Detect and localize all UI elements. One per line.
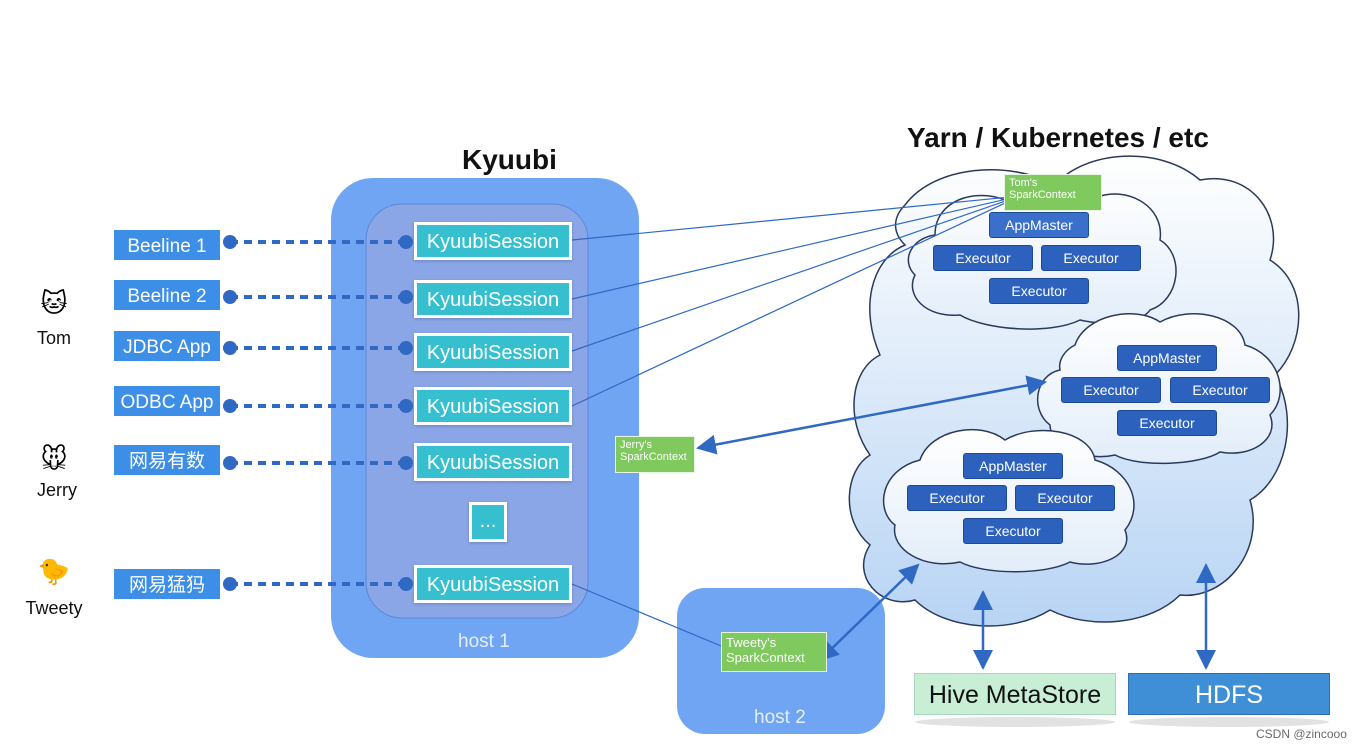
client-mengma: 网易猛犸 bbox=[112, 567, 222, 601]
jerry-context-line1: Jerry's bbox=[620, 439, 653, 451]
jerry-spark-context: Jerry's SparkContext bbox=[615, 436, 695, 473]
executor: Executor bbox=[1041, 245, 1141, 271]
client-beeline2: Beeline 2 bbox=[112, 278, 222, 312]
tweety-app-arrow bbox=[818, 563, 920, 662]
executor: Executor bbox=[1015, 485, 1115, 511]
kyuubi-session: KyuubiSession bbox=[414, 280, 572, 318]
tweety-spark-context: Tweety's SparkContext bbox=[721, 632, 827, 672]
kyuubi-session: KyuubiSession bbox=[414, 222, 572, 260]
hdfs: HDFS bbox=[1128, 673, 1330, 715]
hive-metastore: Hive MetaStore bbox=[914, 673, 1116, 715]
executor: Executor bbox=[1170, 377, 1270, 403]
tom-spark-context: Tom's SparkContext bbox=[1004, 174, 1102, 211]
tom-session-lines bbox=[571, 195, 1021, 407]
kyuubi-session: KyuubiSession bbox=[414, 443, 572, 481]
host2-label: host 2 bbox=[754, 707, 806, 728]
tom-context-line2: SparkContext bbox=[1009, 189, 1076, 201]
tweety-session-line bbox=[571, 583, 727, 649]
chick-icon: 🐤 bbox=[37, 556, 71, 586]
user-tweety: Tweety bbox=[25, 598, 83, 618]
hive-shadow bbox=[915, 717, 1115, 727]
tweety-context-line2: SparkContext bbox=[726, 650, 805, 665]
executor: Executor bbox=[1117, 410, 1217, 436]
watermark: CSDN @zincooo bbox=[1256, 727, 1347, 741]
tom-context-line1: Tom's bbox=[1009, 177, 1038, 189]
hdfs-shadow bbox=[1129, 717, 1329, 727]
kyuubi-title: Kyuubi bbox=[462, 144, 557, 175]
tweety-context-line1: Tweety's bbox=[726, 635, 777, 650]
client-beeline1: Beeline 1 bbox=[112, 228, 222, 262]
client-youshu: 网易有数 bbox=[112, 443, 222, 477]
app-master: AppMaster bbox=[1117, 345, 1217, 371]
jerry-app-arrow bbox=[696, 375, 1047, 455]
kyuubi-session: KyuubiSession bbox=[414, 387, 572, 425]
cluster-title: Yarn / Kubernetes / etc bbox=[907, 122, 1209, 153]
client-jdbc: JDBC App bbox=[112, 329, 222, 363]
session-ellipsis: ... bbox=[469, 502, 507, 542]
client-odbc: ODBC App bbox=[112, 384, 222, 418]
host1-label: host 1 bbox=[458, 631, 510, 652]
cat-face-icon: 🐱 bbox=[40, 288, 68, 318]
kyuubi-session: KyuubiSession bbox=[414, 333, 572, 371]
executor: Executor bbox=[1061, 377, 1161, 403]
connector-dots bbox=[223, 235, 413, 591]
kyuubi-session: KyuubiSession bbox=[414, 565, 572, 603]
executor: Executor bbox=[907, 485, 1007, 511]
executor: Executor bbox=[933, 245, 1033, 271]
executor: Executor bbox=[989, 278, 1089, 304]
user-tom: Tom bbox=[36, 328, 71, 348]
jerry-context-line2: SparkContext bbox=[620, 451, 687, 463]
app-master: AppMaster bbox=[989, 212, 1089, 238]
app-master: AppMaster bbox=[963, 453, 1063, 479]
client-session-connectors bbox=[230, 240, 406, 586]
executor: Executor bbox=[963, 518, 1063, 544]
user-jerry: Jerry bbox=[37, 480, 77, 500]
mouse-face-icon: 🐭 bbox=[40, 444, 68, 474]
